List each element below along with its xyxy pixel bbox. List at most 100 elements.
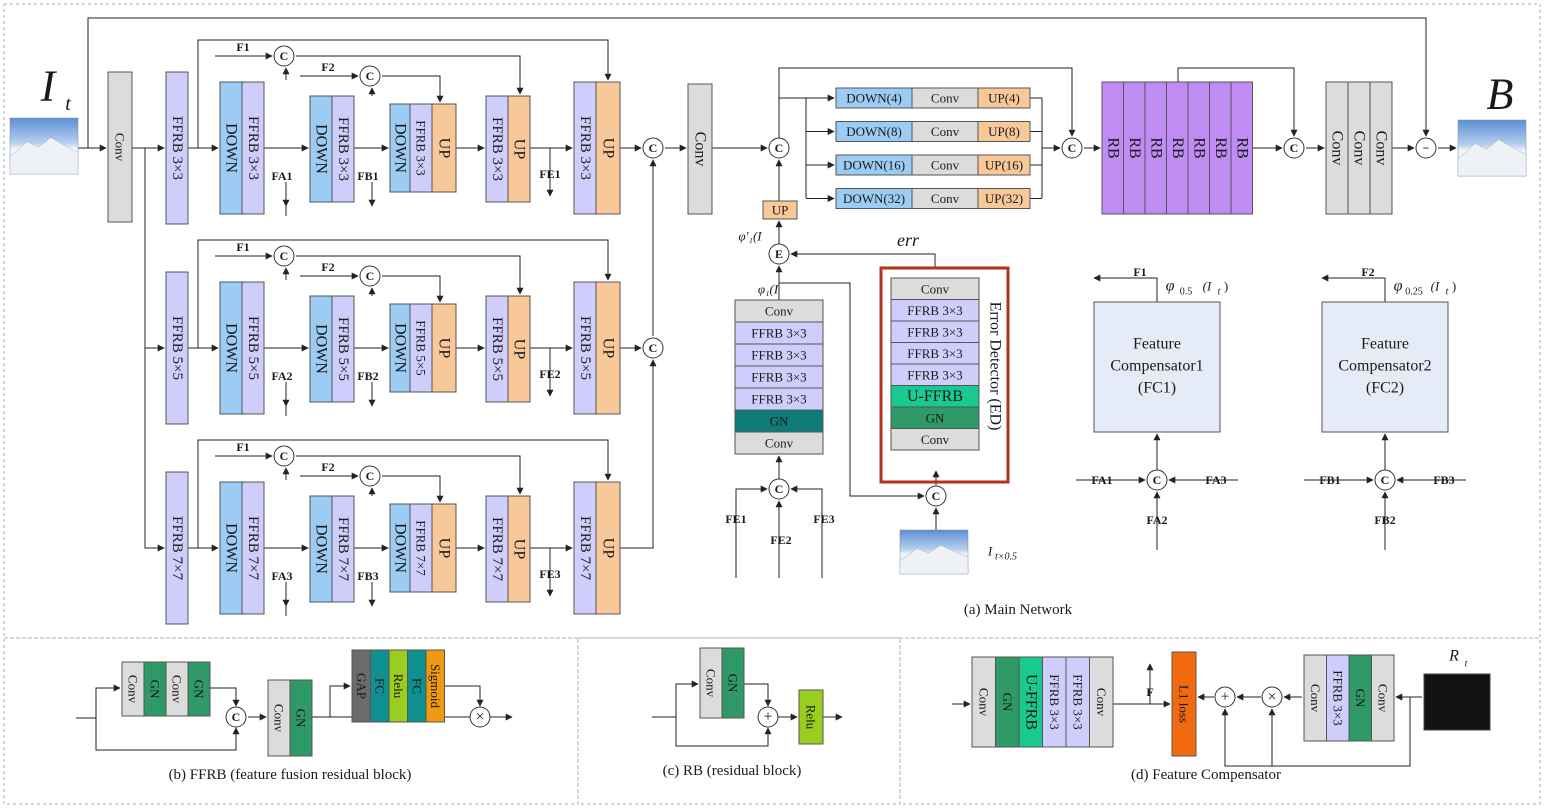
f1-skip-1 xyxy=(296,55,524,95)
merge-concat-1 xyxy=(642,137,664,159)
ffrb-panel-block-3-label: GN xyxy=(192,680,207,699)
ed-block-6-label: GN xyxy=(926,410,945,425)
branch3-concat-f2 xyxy=(359,465,381,487)
fc1-phi-subscript: 0.5 xyxy=(1180,287,1193,298)
rb-panel-input xyxy=(652,680,699,718)
multiscale-up-0 xyxy=(977,87,1031,109)
ffrb-panel-attn-4-label: Sigmoid xyxy=(428,664,443,709)
multiscale-conv-2-label: Conv xyxy=(931,158,960,173)
branch3-down2-right xyxy=(331,495,355,603)
left-stack-block-6-label: Conv xyxy=(765,436,794,451)
half-input-label: I xyxy=(987,544,993,559)
fc-panel-residual-image xyxy=(1423,673,1491,731)
f1-label-1: F1 xyxy=(236,40,249,54)
fc2-phi-argument-subscript: t xyxy=(1446,287,1449,298)
fc-panel-right-2-label: GN xyxy=(1353,689,1368,708)
f1-label-3: F1 xyxy=(236,440,249,454)
first-conv-block-label: Conv xyxy=(113,133,128,162)
ffrb-panel-skip xyxy=(95,718,240,751)
fe3-bottom-label: FE3 xyxy=(813,512,834,526)
f2-label-2: F2 xyxy=(321,260,334,274)
branch1-outer-ffrb-label: FFRB 3×3 xyxy=(577,116,593,180)
branch1-outer-up xyxy=(595,81,621,215)
fc-panel-left-0-label: Conv xyxy=(976,688,991,717)
f1-label-2: F1 xyxy=(236,240,249,254)
multiscale-conv-0-label: Conv xyxy=(931,91,960,106)
fc-panel-right-3 xyxy=(1371,654,1395,742)
multiscale-up-1-label: UP(8) xyxy=(988,124,1020,139)
branch3-inner-ffrb-label: FFRB 7×7 xyxy=(414,520,429,576)
ed-block-7-label: Conv xyxy=(921,432,950,447)
fc-panel-l1-loss-label: L1 loss xyxy=(1177,685,1192,723)
fc2-output-arrow xyxy=(1321,274,1386,302)
branch1-ffrb-label: FFRB 3×3 xyxy=(169,116,185,180)
fc1-input-label-1: FA2 xyxy=(1146,513,1167,527)
rb-panel-skip xyxy=(675,717,772,747)
ffrb-panel-concat-symbol: C xyxy=(232,710,241,724)
rb-panel-plus-symbol: + xyxy=(763,709,772,726)
input-image-subscript: t xyxy=(65,93,71,115)
concat-after-rb-symbol: C xyxy=(1290,141,1299,155)
fc1-title-line-0: Feature xyxy=(1133,336,1181,353)
fc1-block xyxy=(1093,301,1221,433)
branch1-down2-left-label: DOWN xyxy=(313,124,330,174)
branch3-concat-f1-symbol: C xyxy=(280,449,289,463)
fe1-bottom-label: FE1 xyxy=(725,512,746,526)
rb-block-4-label: RB xyxy=(1190,137,1207,158)
ffrb-panel-attn-2-label: Relu xyxy=(391,674,406,699)
branch1-concat-f1 xyxy=(273,45,295,67)
ffrb-panel-block-2-label: Conv xyxy=(170,675,185,704)
error-detector-title: Error Detector (ED) xyxy=(987,302,1004,431)
branch2-inner-down-label: DOWN xyxy=(392,323,409,373)
branch1-down-right-label: FFRB 3×3 xyxy=(245,116,261,180)
ffrb-panel-mid-gn xyxy=(289,679,313,757)
left-stack-concat xyxy=(768,478,790,500)
fc2-input-concat xyxy=(1374,469,1396,491)
ffrb-panel-attn-out xyxy=(445,685,484,707)
branch3-mid-up xyxy=(507,495,531,603)
branch2-ffrb-label: FFRB 5×5 xyxy=(169,316,185,380)
branch3-ffrb-label: FFRB 7×7 xyxy=(169,516,185,580)
fc1-title-line-2: (FC1) xyxy=(1138,380,1176,397)
branch2-ffrb xyxy=(165,271,189,425)
phi-label: φ₁(I xyxy=(758,282,779,297)
fc1-phi-symbol: φ xyxy=(1166,278,1175,295)
final-conv-2-label: Conv xyxy=(1373,131,1390,166)
branch2-down-left-label: DOWN xyxy=(223,323,240,373)
branch1-concat-f2 xyxy=(359,65,381,87)
branch3-down-left-label: DOWN xyxy=(223,523,240,573)
rb-panel-gn-label: GN xyxy=(726,674,741,693)
branch1-mid-up xyxy=(507,95,531,203)
ffrb-panel-mult-symbol: × xyxy=(475,709,484,726)
branch2-mid-ffrb-label: FFRB 5×5 xyxy=(489,317,505,381)
connection-lines xyxy=(76,17,1466,767)
ffrb-panel-mult xyxy=(469,706,491,728)
err-label: err xyxy=(897,230,920,250)
left-stack-block-5-label: GN xyxy=(770,414,789,429)
fc-panel-residual-loop xyxy=(1221,697,1411,767)
rb-block-2-label: RB xyxy=(1147,137,1164,158)
branch2-down-right xyxy=(241,281,265,415)
final-conv-2 xyxy=(1369,81,1393,215)
fc-panel-l1-loss xyxy=(1171,651,1197,757)
rb-block-3-label: RB xyxy=(1169,137,1186,158)
branch1-inner-down-label: DOWN xyxy=(392,123,409,173)
branch3-mid-ffrb-label: FFRB 7×7 xyxy=(489,517,505,581)
output-image-mountain xyxy=(1457,139,1527,177)
branch1-mid-up-label: UP xyxy=(511,139,528,160)
fc2-block xyxy=(1321,301,1449,433)
multiscale-up-3-label: UP(32) xyxy=(985,191,1023,206)
phi-to-ed-concat xyxy=(778,282,925,500)
f2-label-1: F2 xyxy=(321,60,334,74)
ffrb-panel-frame xyxy=(3,637,579,805)
branch2-down2-right-label: FFRB 5×5 xyxy=(335,317,351,381)
multiscale-down-2-label: DOWN(16) xyxy=(843,158,905,173)
rb-block-6 xyxy=(1230,81,1253,215)
merge-concat-2 xyxy=(642,337,664,359)
branch3-inner-up-label: UP xyxy=(436,538,453,559)
fc2-title-line-0: Feature xyxy=(1361,336,1409,353)
rb-block-0-label: RB xyxy=(1104,137,1121,158)
fa-label-1: FA1 xyxy=(271,169,292,183)
fc2-title-line-1: Compensator2 xyxy=(1338,358,1431,375)
final-conv-1-label: Conv xyxy=(1351,131,1368,166)
